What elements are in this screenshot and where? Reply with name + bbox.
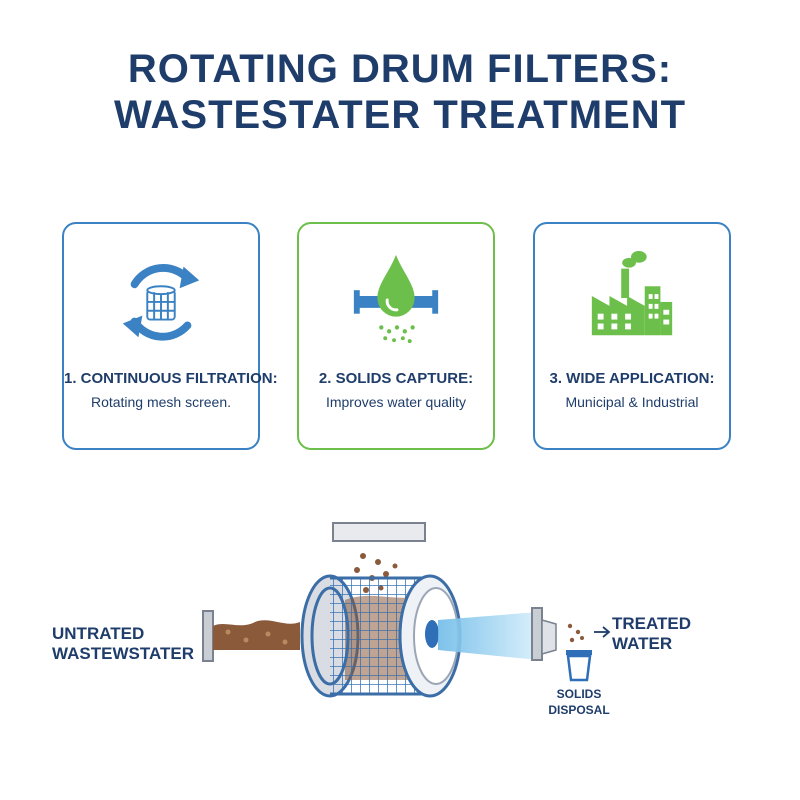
page-title: ROTATING DRUM FILTERS: WASTESTATER TREAT… bbox=[0, 46, 800, 138]
card-continuous-filtration: 1. CONTINUOUS FILTRATION: Rotating mesh … bbox=[62, 222, 278, 450]
spray-bar bbox=[332, 522, 426, 542]
untreated-flow bbox=[213, 620, 300, 650]
untreated-label-line-1: UNTRATED bbox=[52, 624, 145, 643]
outlet-flange bbox=[531, 607, 543, 661]
factory-icon bbox=[591, 250, 673, 336]
solids-disposal-line-2: DISPOSAL bbox=[548, 703, 610, 717]
drum-filter-diagram bbox=[202, 522, 611, 698]
title-line-1: ROTATING DRUM FILTERS: bbox=[127, 47, 673, 91]
untreated-label: UNTRATED WASTEWSTATER bbox=[52, 624, 194, 664]
water-drop-pipe-icon bbox=[353, 254, 439, 344]
card-solids-capture: 2. SOLIDS CAPTURE: Improves water qualit… bbox=[297, 222, 495, 450]
card-title: 3. WIDE APPLICATION: bbox=[549, 370, 715, 387]
solids-disposal-label: SOLIDS DISPOSAL bbox=[540, 686, 618, 718]
card-subtitle: Improves water quality bbox=[325, 394, 467, 410]
trash-bin-icon bbox=[566, 650, 592, 682]
arrow-right-icon bbox=[594, 626, 611, 638]
card-title: 1. CONTINUOUS FILTRATION: bbox=[64, 370, 278, 387]
treated-label: TREATED WATER bbox=[612, 614, 691, 654]
card-wide-application: 3. WIDE APPLICATION: Municipal & Industr… bbox=[533, 222, 731, 450]
solids-disposal-line-1: SOLIDS bbox=[556, 687, 602, 701]
untreated-label-line-2: WASTEWSTATER bbox=[52, 644, 194, 663]
title-line-2: WASTESTATER TREATMENT bbox=[113, 93, 687, 137]
inlet-flange bbox=[202, 610, 214, 662]
card-title: 2. SOLIDS CAPTURE: bbox=[318, 370, 474, 387]
card-subtitle: Municipal & Industrial bbox=[565, 394, 699, 410]
card-subtitle: Rotating mesh screen. bbox=[90, 394, 232, 410]
treated-flow bbox=[438, 612, 538, 660]
treated-label-line-2: WATER bbox=[612, 634, 673, 653]
rotating-drum-icon bbox=[122, 264, 200, 341]
treated-label-line-1: TREATED bbox=[612, 614, 692, 633]
